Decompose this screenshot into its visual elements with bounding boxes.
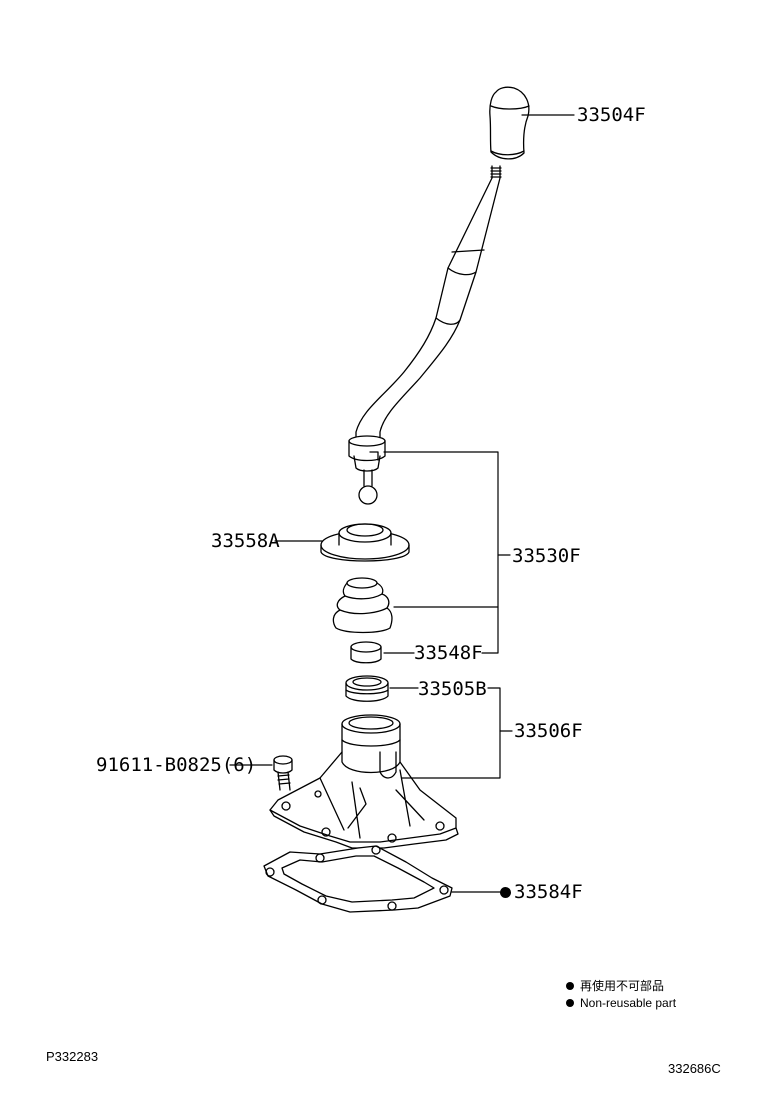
non-reusable-marker xyxy=(500,887,511,898)
legend-non-reusable-en: Non-reusable part xyxy=(566,997,676,1009)
shift-knob-drawing xyxy=(489,86,530,160)
label-33584F[interactable]: 33584F xyxy=(514,881,583,903)
housing-drawing xyxy=(269,714,459,849)
gasket-drawing xyxy=(263,845,453,913)
label-33548F[interactable]: 33548F xyxy=(414,642,483,664)
label-33506F[interactable]: 33506F xyxy=(514,720,583,742)
label-33530F[interactable]: 33530F xyxy=(512,545,581,567)
retainer-drawing xyxy=(320,523,410,562)
label-91611-B0825[interactable]: 91611-B0825(6) xyxy=(96,754,257,776)
legend-jp-text: 再使用不可部品 xyxy=(580,979,665,993)
lever-shaft-drawing xyxy=(355,177,501,445)
non-reusable-dot-icon xyxy=(566,981,574,990)
label-33558A[interactable]: 33558A xyxy=(211,530,280,552)
diagram-code-left: P332283 xyxy=(46,1049,99,1064)
label-33504F[interactable]: 33504F xyxy=(577,104,646,126)
diagram-code-right: 332686C xyxy=(668,1061,721,1076)
bushing-drawing xyxy=(350,641,382,664)
non-reusable-dot-icon xyxy=(566,998,574,1007)
bolt-drawing xyxy=(273,755,293,791)
lever-boss-drawing xyxy=(348,435,386,505)
seat-drawing xyxy=(345,675,389,702)
boot-drawing xyxy=(332,577,393,634)
legend-en-text: Non-reusable part xyxy=(580,996,677,1010)
leader-lines xyxy=(229,114,575,893)
legend-non-reusable-jp: 再使用不可部品 xyxy=(566,980,664,992)
lever-thread-drawing xyxy=(490,165,502,179)
label-33505B[interactable]: 33505B xyxy=(418,678,487,700)
